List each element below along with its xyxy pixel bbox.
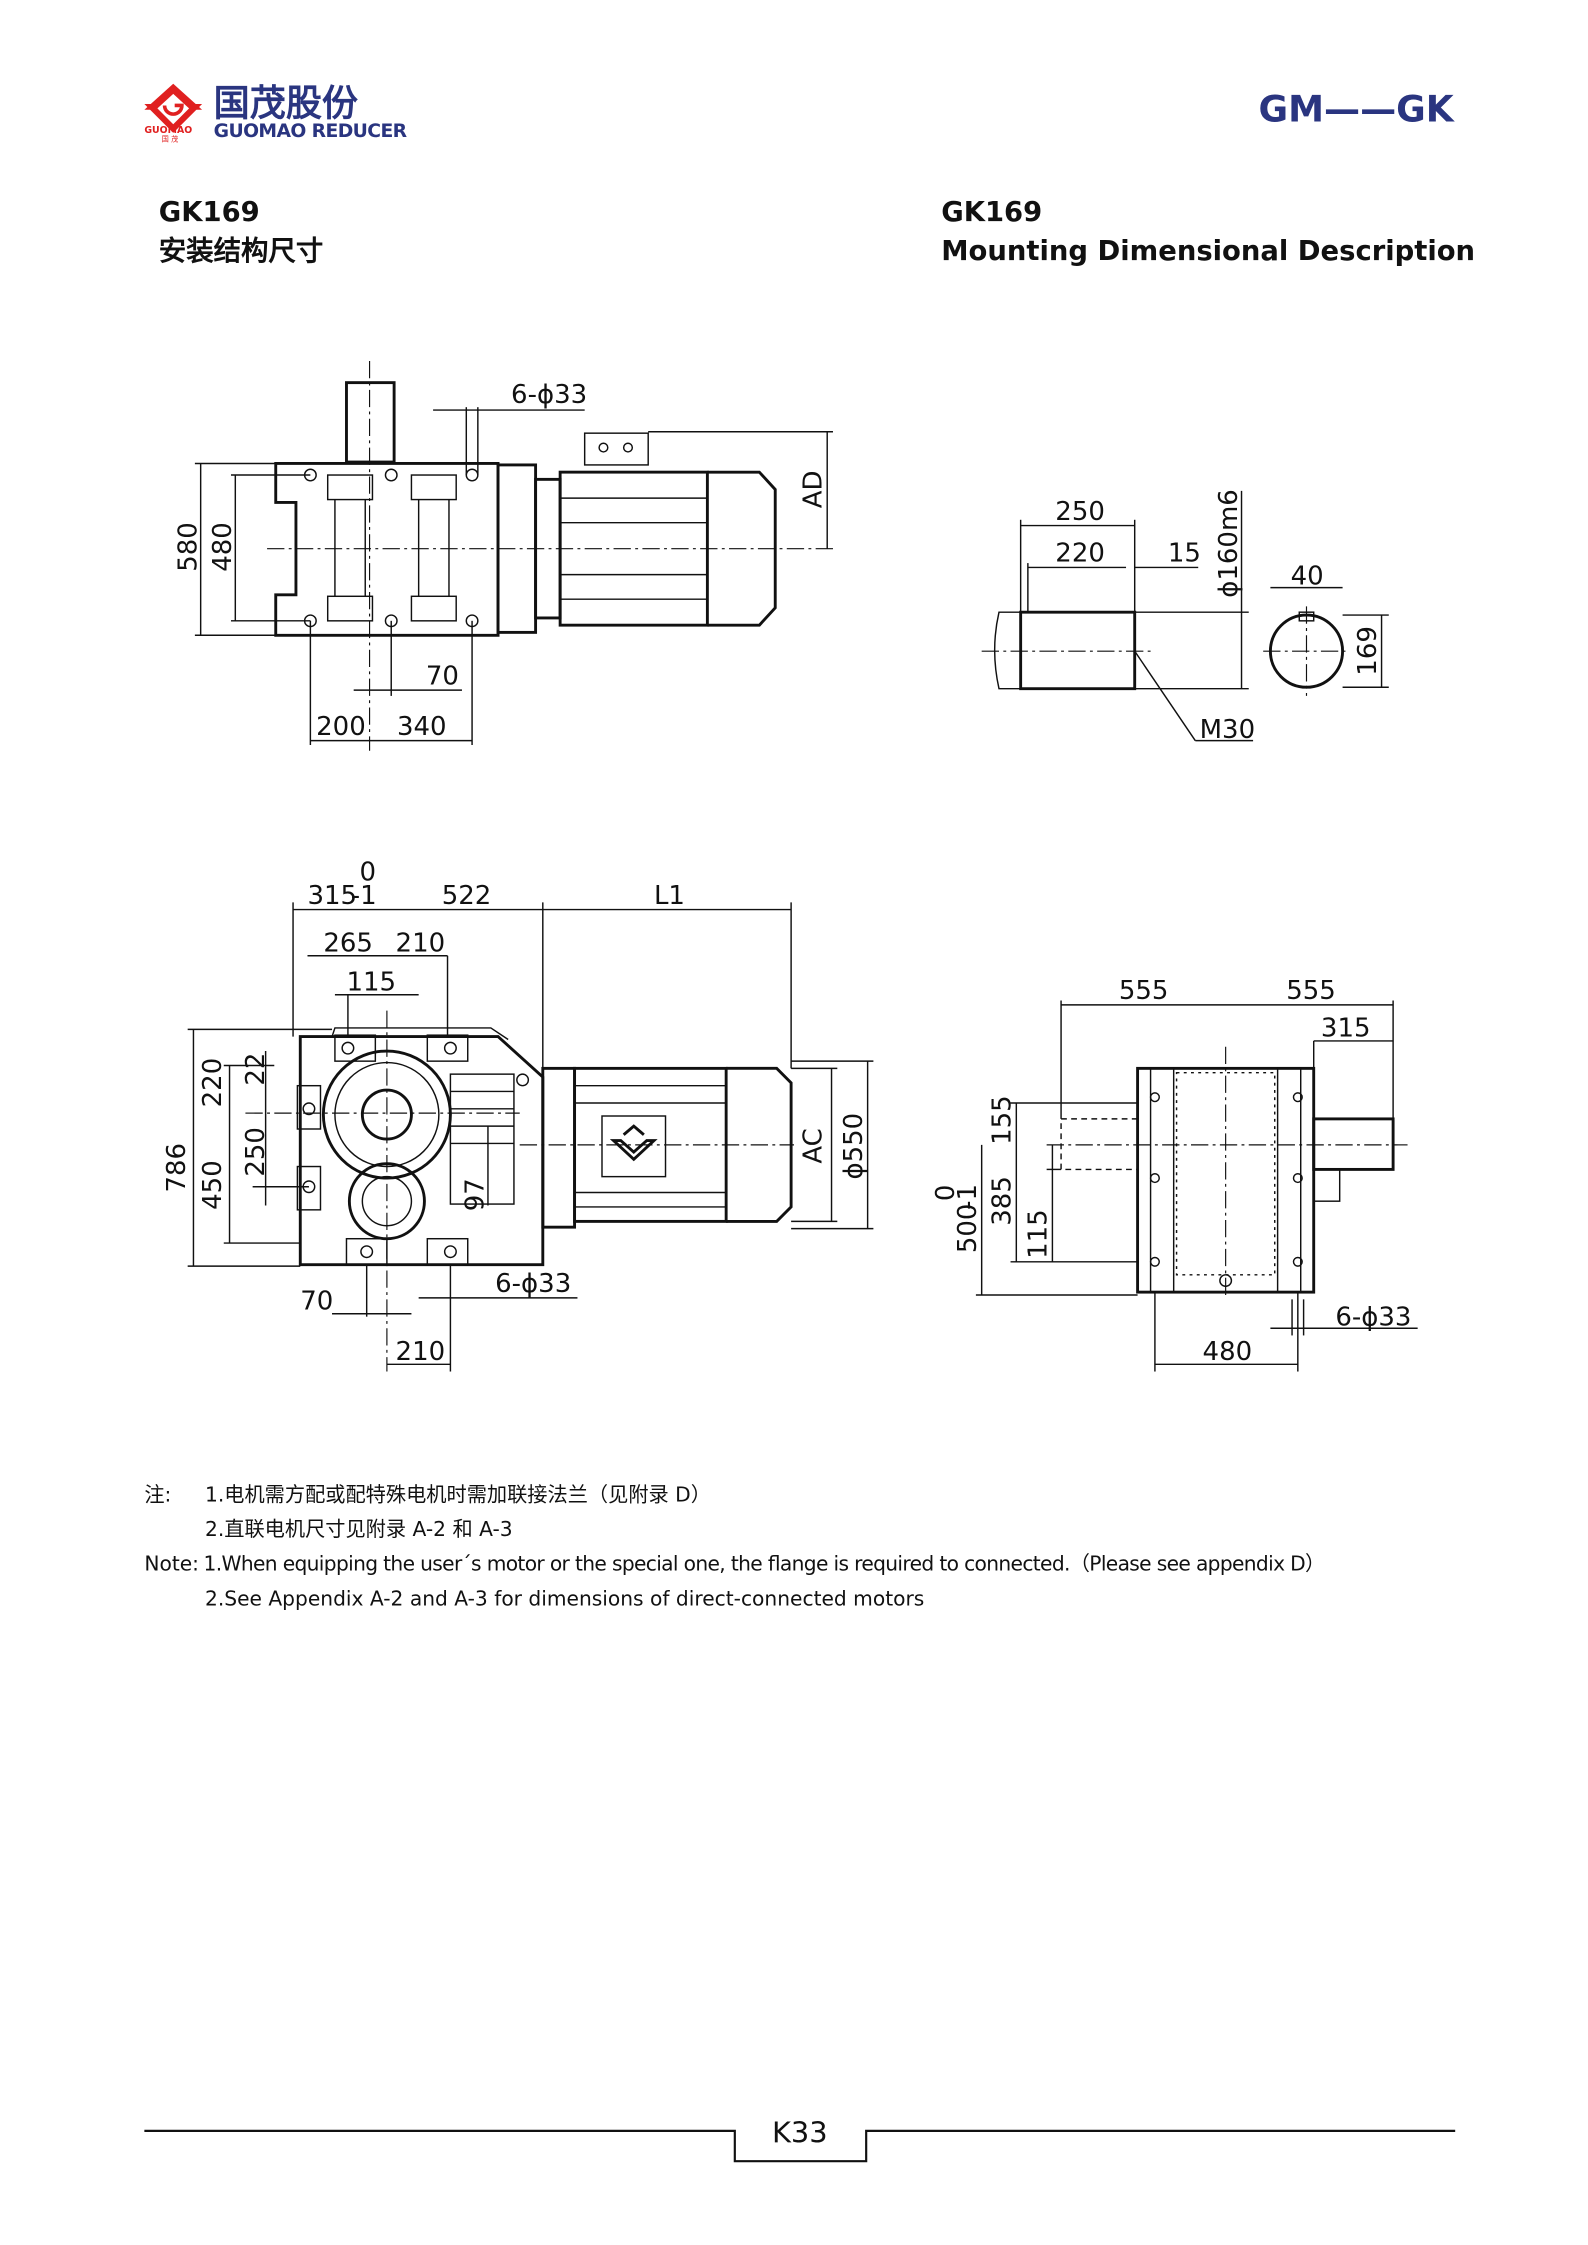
dim-210-top: 210 bbox=[396, 928, 446, 958]
shaft-detail-drawing: 250 220 15 ϕ160m6 40 169 M30 bbox=[981, 489, 1389, 745]
dim-220: 220 bbox=[1055, 539, 1105, 569]
dim-555-left: 555 bbox=[1119, 976, 1169, 1006]
dim-250: 250 bbox=[1055, 497, 1105, 527]
dim-l1: L1 bbox=[654, 881, 685, 911]
dim-500: 500 bbox=[953, 1204, 983, 1254]
dim-580: 580 bbox=[173, 522, 203, 572]
page-number: K33 bbox=[772, 2115, 828, 2149]
dim-500-lower-tol: -1 bbox=[953, 1184, 983, 1210]
dim-top-holes: 6-ϕ33 bbox=[511, 380, 587, 410]
dim-786: 786 bbox=[162, 1143, 192, 1193]
series-title: GM——GK bbox=[1258, 88, 1455, 130]
dim-315-upper-tol: 0 bbox=[359, 858, 376, 888]
dim-ac: AC bbox=[798, 1128, 828, 1163]
dim-480-side: 480 bbox=[1203, 1337, 1253, 1367]
dim-450: 450 bbox=[198, 1160, 228, 1210]
dim-ad: AD bbox=[798, 470, 828, 508]
dim-200: 200 bbox=[316, 712, 366, 742]
dim-155: 155 bbox=[988, 1095, 1018, 1145]
dim-315-side: 315 bbox=[1321, 1014, 1371, 1044]
dim-15: 15 bbox=[1168, 539, 1201, 569]
top-view-drawing: 6-ϕ33 AD 580 480 70 200 340 bbox=[173, 360, 833, 751]
dim-115: 115 bbox=[346, 967, 396, 997]
dim-thread-m30: M30 bbox=[1200, 715, 1255, 745]
model-title-en: GK169 bbox=[941, 197, 1042, 228]
logo-small-text: GUOMAO bbox=[144, 125, 192, 136]
page-footer: K33 bbox=[144, 2115, 1456, 2163]
dim-169: 169 bbox=[1353, 626, 1383, 676]
dim-265: 265 bbox=[323, 928, 373, 958]
dim-550: ϕ550 bbox=[839, 1113, 869, 1180]
side-view-drawing: 555 555 315 155 385 115 500 0 -1 6-ϕ33 4… bbox=[931, 976, 1418, 1372]
dim-250: 250 bbox=[241, 1127, 271, 1177]
dim-97: 97 bbox=[461, 1178, 491, 1211]
dim-500-upper-tol: 0 bbox=[931, 1185, 961, 1202]
dim-220: 220 bbox=[198, 1058, 228, 1108]
dim-385: 385 bbox=[988, 1176, 1018, 1226]
dim-210-bottom: 210 bbox=[396, 1337, 446, 1367]
note-cn-2: 2.直联电机尺寸见附录 A-2 和 A-3 bbox=[205, 1517, 513, 1541]
dim-key-40: 40 bbox=[1291, 562, 1324, 592]
note-en-2: 2.See Appendix A-2 and A-3 for dimension… bbox=[205, 1586, 924, 1610]
note-label-en: Note: bbox=[144, 1552, 199, 1576]
note-en-1: 1.When equipping the user´s motor or the… bbox=[204, 1552, 1326, 1576]
dim-shaft-diameter: ϕ160m6 bbox=[1214, 489, 1244, 598]
dim-side-holes: 6-ϕ33 bbox=[1335, 1302, 1411, 1332]
dim-315-lower-tol: -1 bbox=[351, 881, 377, 911]
guomao-logo: GUOMAO 国 茂 国茂股份 GUOMAO REDUCER bbox=[144, 83, 408, 144]
dim-315: 315 bbox=[307, 881, 357, 911]
logo-small-cn: 国 茂 bbox=[162, 135, 179, 144]
motor-logo-icon bbox=[609, 1124, 658, 1162]
note-cn-1: 1.电机需方配或配特殊电机时需加联接法兰（见附录 D） bbox=[205, 1482, 711, 1506]
dim-22: 22 bbox=[241, 1053, 271, 1086]
subtitle-cn: 安装结构尺寸 bbox=[159, 236, 323, 267]
subtitle-en: Mounting Dimensional Description bbox=[941, 236, 1475, 267]
front-view-drawing: 315 0 -1 522 L1 265 210 115 786 220 22 4… bbox=[162, 858, 874, 1372]
dim-340: 340 bbox=[397, 712, 447, 742]
model-title-cn: GK169 bbox=[159, 197, 260, 228]
logo-cn-text: 国茂股份 bbox=[214, 83, 358, 125]
note-label-cn: 注: bbox=[144, 1482, 171, 1506]
dim-70: 70 bbox=[426, 661, 459, 691]
notes: 注: 1.电机需方配或配特殊电机时需加联接法兰（见附录 D） 2.直联电机尺寸见… bbox=[144, 1482, 1325, 1610]
dim-480: 480 bbox=[208, 522, 238, 572]
dim-115-side: 115 bbox=[1024, 1209, 1054, 1259]
dim-front-holes: 6-ϕ33 bbox=[495, 1269, 571, 1299]
dim-70-bottom: 70 bbox=[300, 1286, 333, 1316]
logo-en-text: GUOMAO REDUCER bbox=[214, 121, 408, 142]
dim-555-right: 555 bbox=[1286, 976, 1336, 1006]
dim-522: 522 bbox=[442, 881, 492, 911]
